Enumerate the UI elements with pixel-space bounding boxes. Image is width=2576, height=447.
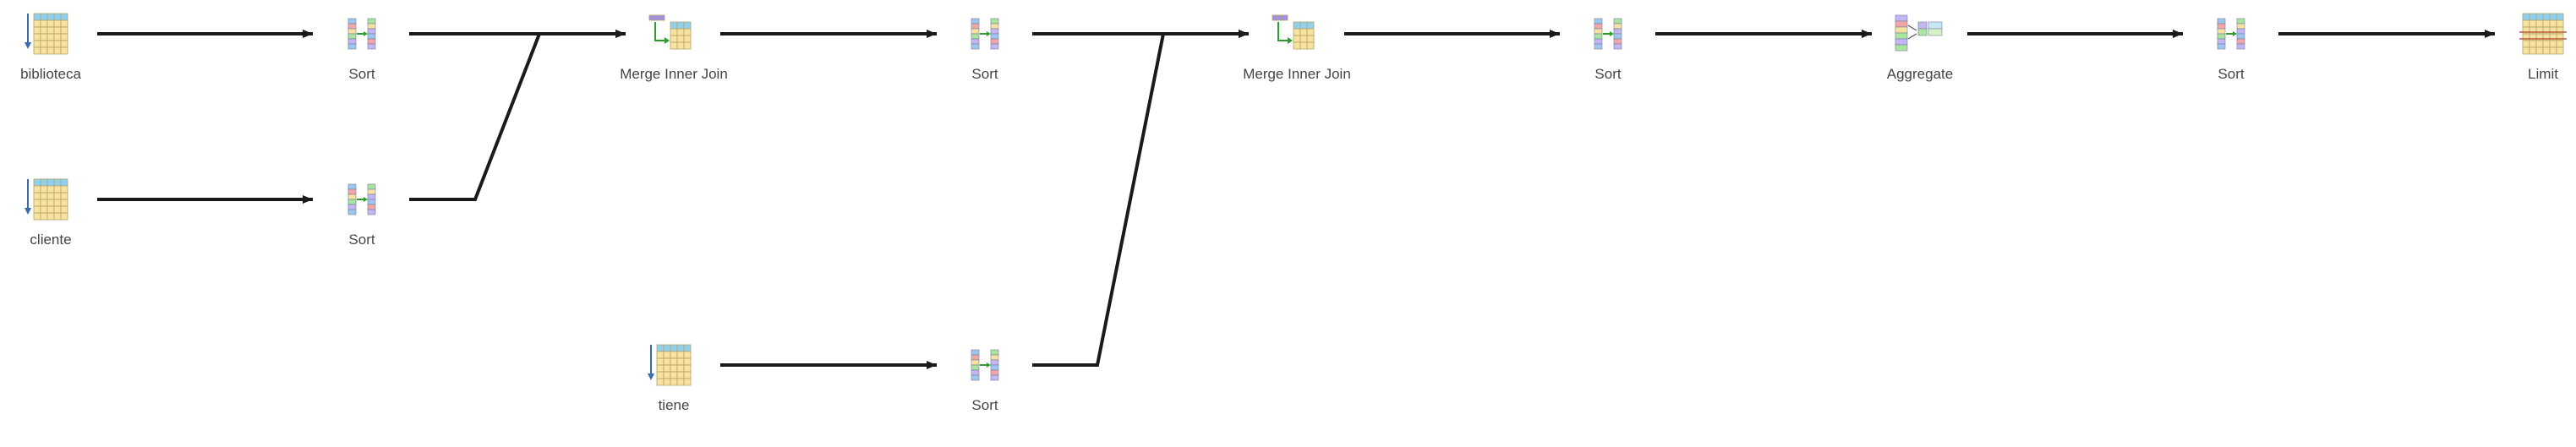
plan-node-n13[interactable]: Sort <box>971 349 999 413</box>
sort-icon <box>971 18 999 50</box>
plan-node-n3[interactable]: Merge Inner Join <box>620 14 728 82</box>
plan-node-n6[interactable]: Sort <box>1594 18 1622 82</box>
plan-node-n11[interactable]: Sort <box>347 183 376 248</box>
plan-node-n1[interactable]: biblioteca <box>20 13 81 82</box>
edges <box>97 30 2495 369</box>
seq-scan-icon <box>648 344 692 386</box>
node-label: Sort <box>1594 66 1621 82</box>
node-label: Sort <box>971 397 998 413</box>
plan-node-n7[interactable]: Aggregate <box>1887 14 1953 82</box>
sort-icon <box>2217 18 2245 50</box>
node-label: Sort <box>348 232 375 248</box>
limit-icon <box>2519 13 2567 55</box>
plan-node-n2[interactable]: Sort <box>347 18 376 82</box>
plan-node-n9[interactable]: Limit <box>2519 13 2567 82</box>
node-label: Sort <box>2218 66 2244 82</box>
node-label: biblioteca <box>20 66 81 82</box>
node-label: Limit <box>2528 66 2558 82</box>
sort-icon <box>971 349 999 381</box>
seq-scan-icon <box>25 13 68 55</box>
node-label: Aggregate <box>1887 66 1953 82</box>
node-label: Sort <box>348 66 375 82</box>
plan-node-n12[interactable]: tiene <box>648 344 692 413</box>
node-label: tiene <box>659 397 690 413</box>
plan-node-n8[interactable]: Sort <box>2217 18 2245 82</box>
sort-icon <box>1594 18 1622 50</box>
aggregate-icon <box>1895 14 1943 52</box>
edge-n11-to-n3 <box>409 30 626 201</box>
seq-scan-icon <box>25 178 68 221</box>
merge-join-icon <box>648 14 692 50</box>
node-label: Sort <box>971 66 998 82</box>
sort-icon <box>347 183 376 215</box>
node-label: Merge Inner Join <box>1243 66 1351 82</box>
node-label: cliente <box>30 232 71 248</box>
node-label: Merge Inner Join <box>620 66 728 82</box>
sort-icon <box>347 18 376 50</box>
plan-node-n4[interactable]: Sort <box>971 18 999 82</box>
edge-n13-to-n5 <box>1032 30 1249 367</box>
merge-join-icon <box>1272 14 1315 50</box>
plan-node-n10[interactable]: cliente <box>25 178 72 248</box>
plan-node-n5[interactable]: Merge Inner Join <box>1243 14 1351 82</box>
